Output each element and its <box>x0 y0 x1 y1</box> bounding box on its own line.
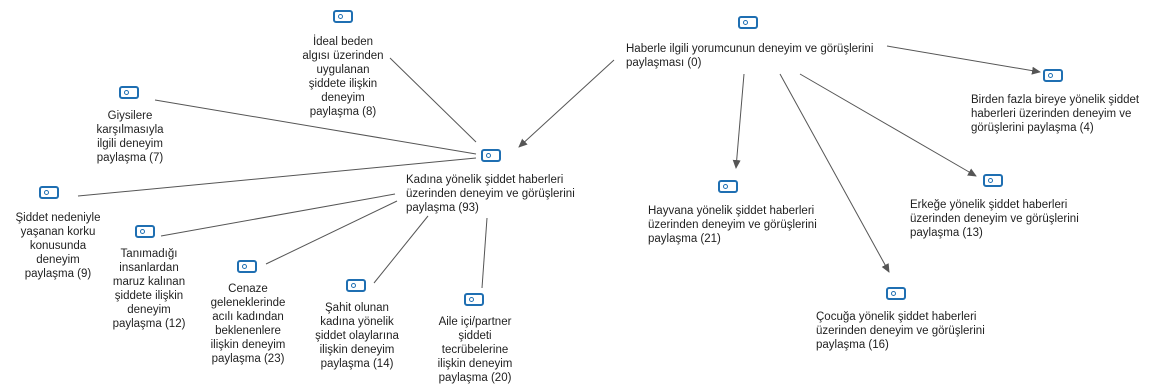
node-label: Çocuğa yönelik şiddet haberleri üzerinde… <box>816 311 985 351</box>
node-label: Hayvana yönelik şiddet haberleri üzerind… <box>648 205 817 245</box>
edge-root-to-birden <box>886 45 1041 75</box>
code-node-icon <box>333 10 353 23</box>
node-label: Kadına yönelik şiddet haberleri üzerinde… <box>406 174 575 214</box>
code-node-icon <box>1043 69 1063 82</box>
edge-root-to-erkek <box>799 73 977 177</box>
edge-kadina-to-ideal <box>389 57 477 143</box>
node-label: Birden fazla bireye yönelik şiddet haber… <box>971 94 1140 134</box>
code-node-icon <box>738 16 758 29</box>
edge-root-to-kadina <box>518 59 615 148</box>
node-label: Erkeğe yönelik şiddet haberleri üzerinde… <box>910 199 1079 239</box>
node-label: Şiddet nedeniyle yaşanan korku konusunda… <box>15 212 101 280</box>
node-label: Giysilere karşılmasıyla ilgili deneyim p… <box>96 110 164 164</box>
code-node-icon <box>119 86 139 99</box>
node-label: Şahit olunan kadına yönelik şiddet olayl… <box>315 302 399 370</box>
edge-root-to-hayvan <box>732 73 745 169</box>
edge-kadina-to-sahit <box>373 215 429 284</box>
code-node-icon <box>135 225 155 238</box>
code-node-icon <box>346 279 366 292</box>
node-label: İdeal beden algısı üzerinden uygulanan ş… <box>302 36 384 118</box>
node-label: Aile içi/partner şiddeti tecrübelerine i… <box>437 316 513 384</box>
code-node-icon <box>464 293 484 306</box>
edge-kadina-to-aile <box>481 217 488 289</box>
edge-root-to-cocuk <box>779 73 890 273</box>
node-label: Cenaze geleneklerinde acılı kadından bek… <box>210 283 286 365</box>
edge-kadina-to-cenaze <box>265 200 398 265</box>
code-node-icon <box>39 186 59 199</box>
code-node-icon <box>481 149 501 162</box>
edge-kadina-to-korku <box>77 157 477 197</box>
code-node-icon <box>983 174 1003 187</box>
edge-kadina-to-tanimadik <box>160 193 396 237</box>
code-node-icon <box>886 287 906 300</box>
code-node-icon <box>237 260 257 273</box>
code-node-icon <box>718 180 738 193</box>
node-label: Tanımadığı insanlardan maruz kalınan şid… <box>112 248 186 330</box>
edge-kadina-to-giysi <box>154 99 477 155</box>
node-label: Haberle ilgili yorumcunun deneyim ve gör… <box>626 43 874 69</box>
